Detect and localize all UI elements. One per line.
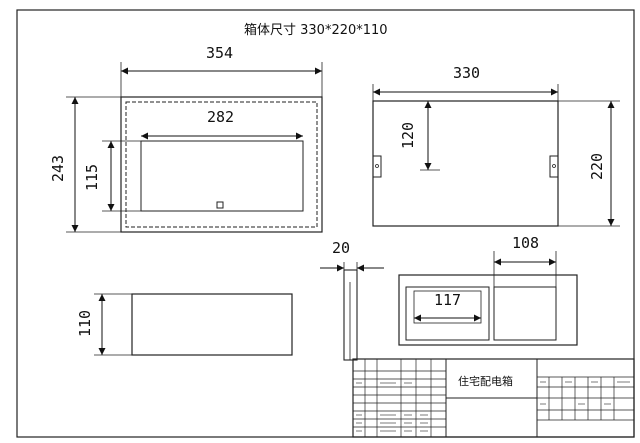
box-size-title: 箱体尺寸 330*220*110	[244, 22, 388, 38]
panel-window	[405, 286, 490, 341]
side-hinge-right	[549, 155, 559, 178]
front-view-inner-opening	[140, 140, 304, 212]
inner-width-dim-label: 282	[207, 108, 234, 126]
flange-view: 20	[320, 239, 384, 361]
side-view: 330 120 220	[372, 64, 620, 227]
side-width-dim-label: 330	[453, 64, 480, 82]
title-block	[352, 358, 635, 438]
panel-cover-dim-label: 108	[512, 234, 539, 252]
panel-view: 117 108	[398, 234, 578, 346]
side-hinge-left	[372, 155, 382, 178]
title-block-right-grid	[537, 376, 634, 421]
flange-outline	[343, 269, 358, 361]
bottom-view: 110	[76, 293, 293, 356]
side-inner-height-dim-label: 120	[399, 122, 417, 149]
front-view-lock-slot	[216, 201, 224, 209]
front-height-dim-label: 243	[49, 155, 67, 182]
side-hinge-right-hole	[552, 164, 556, 168]
bottom-depth-dim-label: 110	[76, 310, 94, 337]
panel-window-dim-label: 117	[434, 291, 461, 309]
panel-window-inner	[413, 290, 482, 324]
inner-height-dim-label: 115	[83, 164, 101, 191]
front-view: 354 243 282 115	[49, 44, 323, 233]
title-block-left-grid	[353, 359, 446, 437]
side-view-outline	[372, 100, 559, 227]
title-block-product-name: 住宅配电箱	[458, 374, 513, 388]
front-width-dim-label: 354	[206, 44, 233, 62]
flange-dim-label: 20	[332, 239, 350, 257]
panel-cover	[493, 286, 557, 341]
front-view-outline	[120, 96, 323, 233]
panel-outline	[398, 274, 578, 346]
side-hinge-left-hole	[375, 164, 379, 168]
front-view-dashed-frame	[125, 101, 318, 228]
bottom-view-outline	[131, 293, 293, 356]
title-block-left-marks	[356, 382, 428, 432]
drawing-border	[16, 9, 635, 438]
side-height-dim-label: 220	[588, 153, 606, 180]
title-block-right-marks	[540, 381, 630, 405]
